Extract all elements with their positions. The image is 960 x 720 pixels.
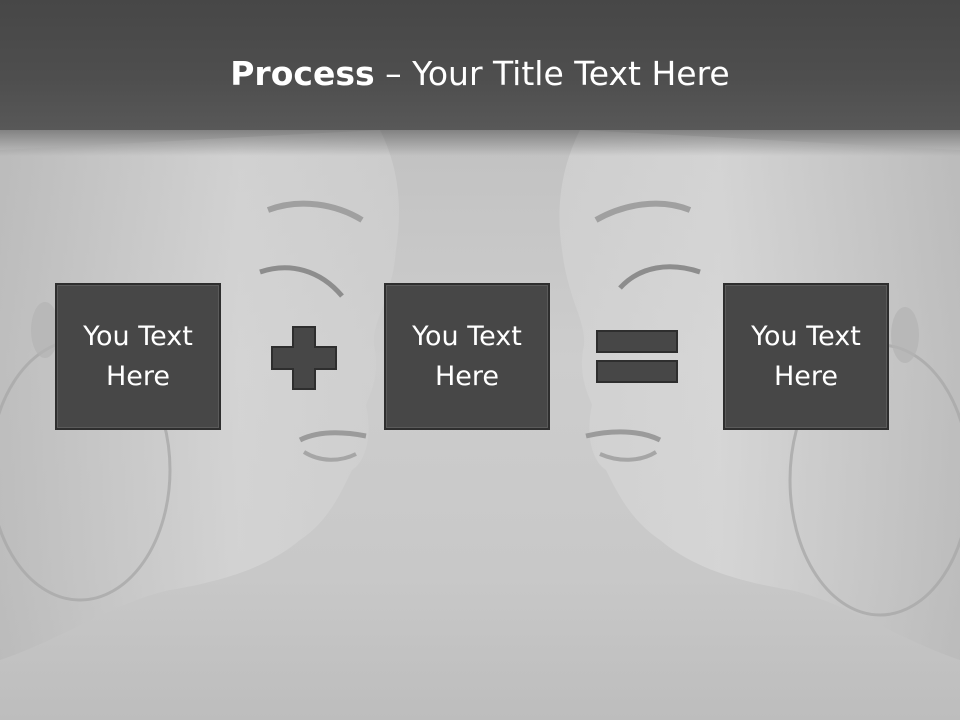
equals-icon	[596, 330, 678, 383]
process-box-3-text: You Text Here	[751, 320, 861, 392]
slide-title: Process – Your Title Text Here	[0, 52, 960, 96]
process-box-2-text: You Text Here	[412, 320, 522, 392]
process-box-3: You Text Here	[723, 283, 889, 430]
title-bold: Process	[230, 54, 375, 93]
title-rest: – Your Title Text Here	[374, 54, 730, 93]
process-box-2: You Text Here	[384, 283, 550, 430]
title-bar	[0, 0, 960, 156]
plus-icon	[271, 326, 337, 390]
process-box-1: You Text Here	[55, 283, 221, 430]
process-box-1-text: You Text Here	[83, 320, 193, 392]
